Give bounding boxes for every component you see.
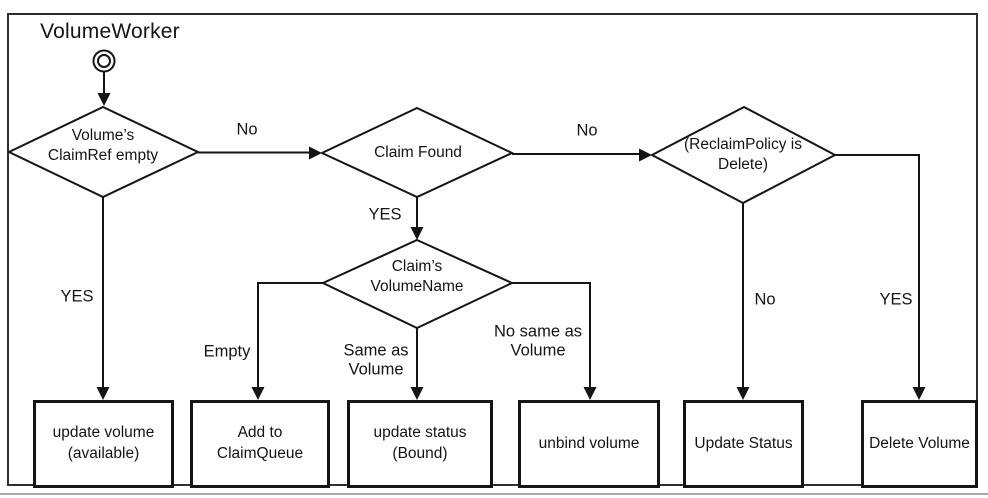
action-label: Delete Volume [869, 434, 970, 452]
edge-label-reclaim-yes: YES [879, 290, 913, 309]
action-update-status-bound: update status (Bound) [347, 400, 493, 488]
arrowhead-icon [309, 146, 322, 160]
action-label: update volume (available) [52, 424, 155, 462]
action-update-volume-available: update volume (available) [33, 400, 174, 488]
decision-reclaimpolicy-delete-label: (ReclaimPolicy is Delete) [684, 136, 802, 173]
action-label: update status (Bound) [373, 424, 467, 462]
action-delete-volume: Delete Volume [861, 400, 978, 488]
decision-claim-found-shape [319, 106, 515, 199]
diagram-title: VolumeWorker [40, 20, 180, 43]
edge-volumename-not-same [512, 282, 591, 388]
edge-volumename-empty [257, 282, 323, 388]
edge-label-volumename-not-same: No same as Volume [493, 322, 583, 360]
decision-volume-claimref-empty-label: Volume’s ClaimRef empty [47, 127, 159, 164]
decision-claims-volumename-shape [320, 238, 515, 330]
edge-label-volumename-same: Same as Volume [343, 341, 409, 379]
arrowhead-icon [410, 227, 424, 240]
action-unbind-volume: unbind volume [518, 400, 660, 488]
edge-label-volumename-empty: Empty [203, 342, 251, 361]
edge-label-reclaim-no: No [754, 290, 776, 309]
arrowhead-icon [583, 387, 597, 400]
action-label: Update Status [694, 434, 793, 452]
action-add-to-claimqueue: Add to ClaimQueue [190, 400, 330, 488]
edge-label-claimfound-no: No [576, 121, 598, 140]
arrowhead-icon [736, 387, 750, 400]
edge-label-claimref-yes: YES [60, 287, 94, 306]
arrowhead-icon [639, 148, 652, 162]
edge-label-claimref-no: No [236, 120, 258, 139]
arrowhead-icon [96, 387, 110, 400]
action-label: Add to ClaimQueue [216, 424, 304, 462]
arrowheads [96, 93, 926, 400]
arrowhead-icon [912, 387, 926, 400]
page-bottom-edge [0, 493, 988, 495]
decision-volume-claimref-empty-shape [6, 105, 201, 199]
edge-reclaim-yes [835, 154, 920, 388]
start-circle-inner-icon [97, 54, 111, 68]
edge-label-claimfound-yes: YES [368, 205, 402, 224]
decision-claims-volumename-label: Claim’s VolumeName [370, 258, 464, 295]
decision-claim-found-label: Claim Found [374, 144, 462, 162]
action-label: unbind volume [538, 434, 640, 452]
arrowhead-icon [251, 387, 265, 400]
arrowhead-icon [410, 387, 424, 400]
decision-reclaimpolicy-delete-shape [649, 105, 838, 205]
arrowhead-icon [97, 93, 111, 106]
action-update-status: Update Status [683, 400, 804, 488]
